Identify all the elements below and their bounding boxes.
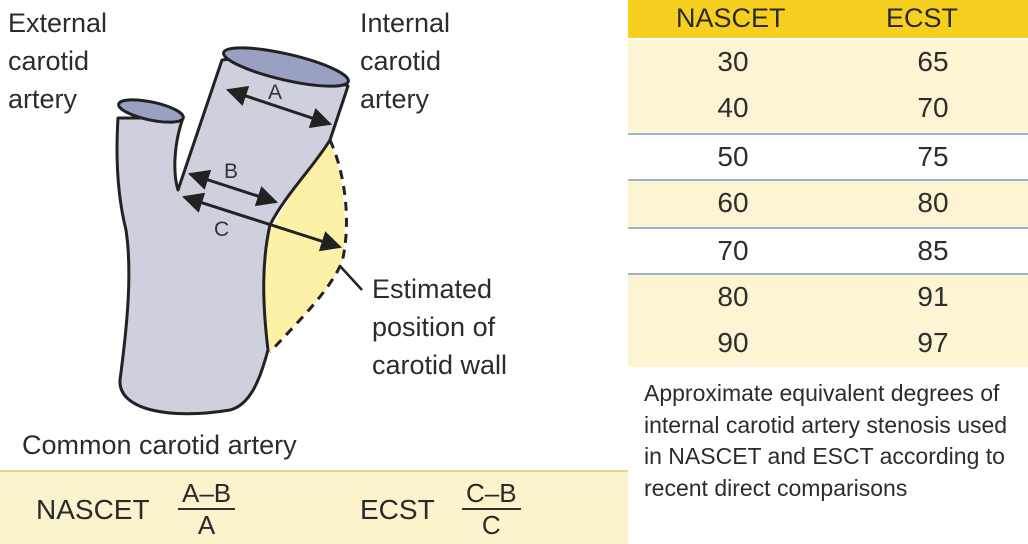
cell-nascet: 70: [717, 235, 749, 266]
ecst-numerator: C–B: [462, 478, 521, 510]
table-header: NASCET ECST: [628, 0, 1028, 38]
nascet-formula-fraction: A–B A: [178, 478, 236, 540]
table-row: 70 85: [628, 229, 1028, 275]
cell-nascet: 50: [717, 141, 749, 172]
ecst-denominator: C: [481, 510, 501, 540]
ecst-formula-fraction: C–B C: [462, 478, 521, 540]
cell-ecst: 91: [917, 281, 949, 312]
measure-a-arrow: [226, 86, 332, 128]
estimated-wall-label: Estimated position of carotid wall: [372, 274, 508, 380]
formula-bar: NASCET A–B A ECST C–B C: [0, 470, 628, 544]
measure-c-arrow: [182, 192, 342, 252]
carotid-illustration: A B C: [115, 46, 363, 416]
equivalence-table: NASCET ECST 30 65 40 70 50 75 60 80 70 8…: [628, 0, 1028, 372]
internal-carotid-opening: [222, 46, 350, 88]
external-carotid-opening: [117, 98, 185, 124]
cell-ecst: 80: [917, 187, 949, 218]
estimated-wall-line: [268, 139, 348, 354]
row-separator: [628, 133, 1028, 135]
table-row: 40 70: [628, 86, 1028, 132]
nascet-formula-name: NASCET: [36, 494, 150, 525]
row-separator: [628, 227, 1028, 229]
nascet-denominator: A: [197, 510, 216, 540]
cell-nascet: 80: [717, 281, 749, 312]
cell-nascet: 90: [717, 327, 749, 358]
measure-c-label: C: [214, 218, 229, 241]
nascet-numerator: A–B: [178, 478, 236, 510]
row-separator: [628, 179, 1028, 181]
measure-b-label: B: [224, 160, 238, 183]
cell-ecst: 70: [917, 92, 949, 123]
cell-ecst: 85: [917, 235, 949, 266]
carotid-diagram: A B C External carotid artery Internal c…: [8, 8, 508, 460]
cell-ecst: 65: [917, 46, 949, 77]
header-nascet: NASCET: [676, 3, 786, 33]
header-ecst: ECST: [886, 3, 959, 33]
table-row: 80 91: [628, 275, 1028, 321]
table-caption: Approximate equivalent degrees of intern…: [644, 380, 1008, 501]
estimated-wall-leader: [339, 265, 363, 291]
table-row: 60 80: [628, 181, 1028, 227]
measure-a-label: A: [268, 81, 282, 104]
cell-nascet: 30: [717, 46, 749, 77]
cell-ecst: 97: [917, 327, 949, 358]
ecst-formula-name: ECST: [360, 494, 435, 525]
cell-ecst: 75: [917, 141, 949, 172]
row-separator: [628, 273, 1028, 275]
table-row: 90 97: [628, 321, 1028, 367]
cell-nascet: 60: [717, 187, 749, 218]
cell-nascet: 40: [717, 92, 749, 123]
table-row: 50 75: [628, 135, 1028, 181]
common-carotid-label: Common carotid artery: [22, 430, 297, 460]
internal-carotid-label: Internal carotid artery: [360, 8, 451, 114]
table-row: 30 65: [628, 40, 1028, 86]
external-carotid-label: External carotid artery: [8, 8, 108, 114]
